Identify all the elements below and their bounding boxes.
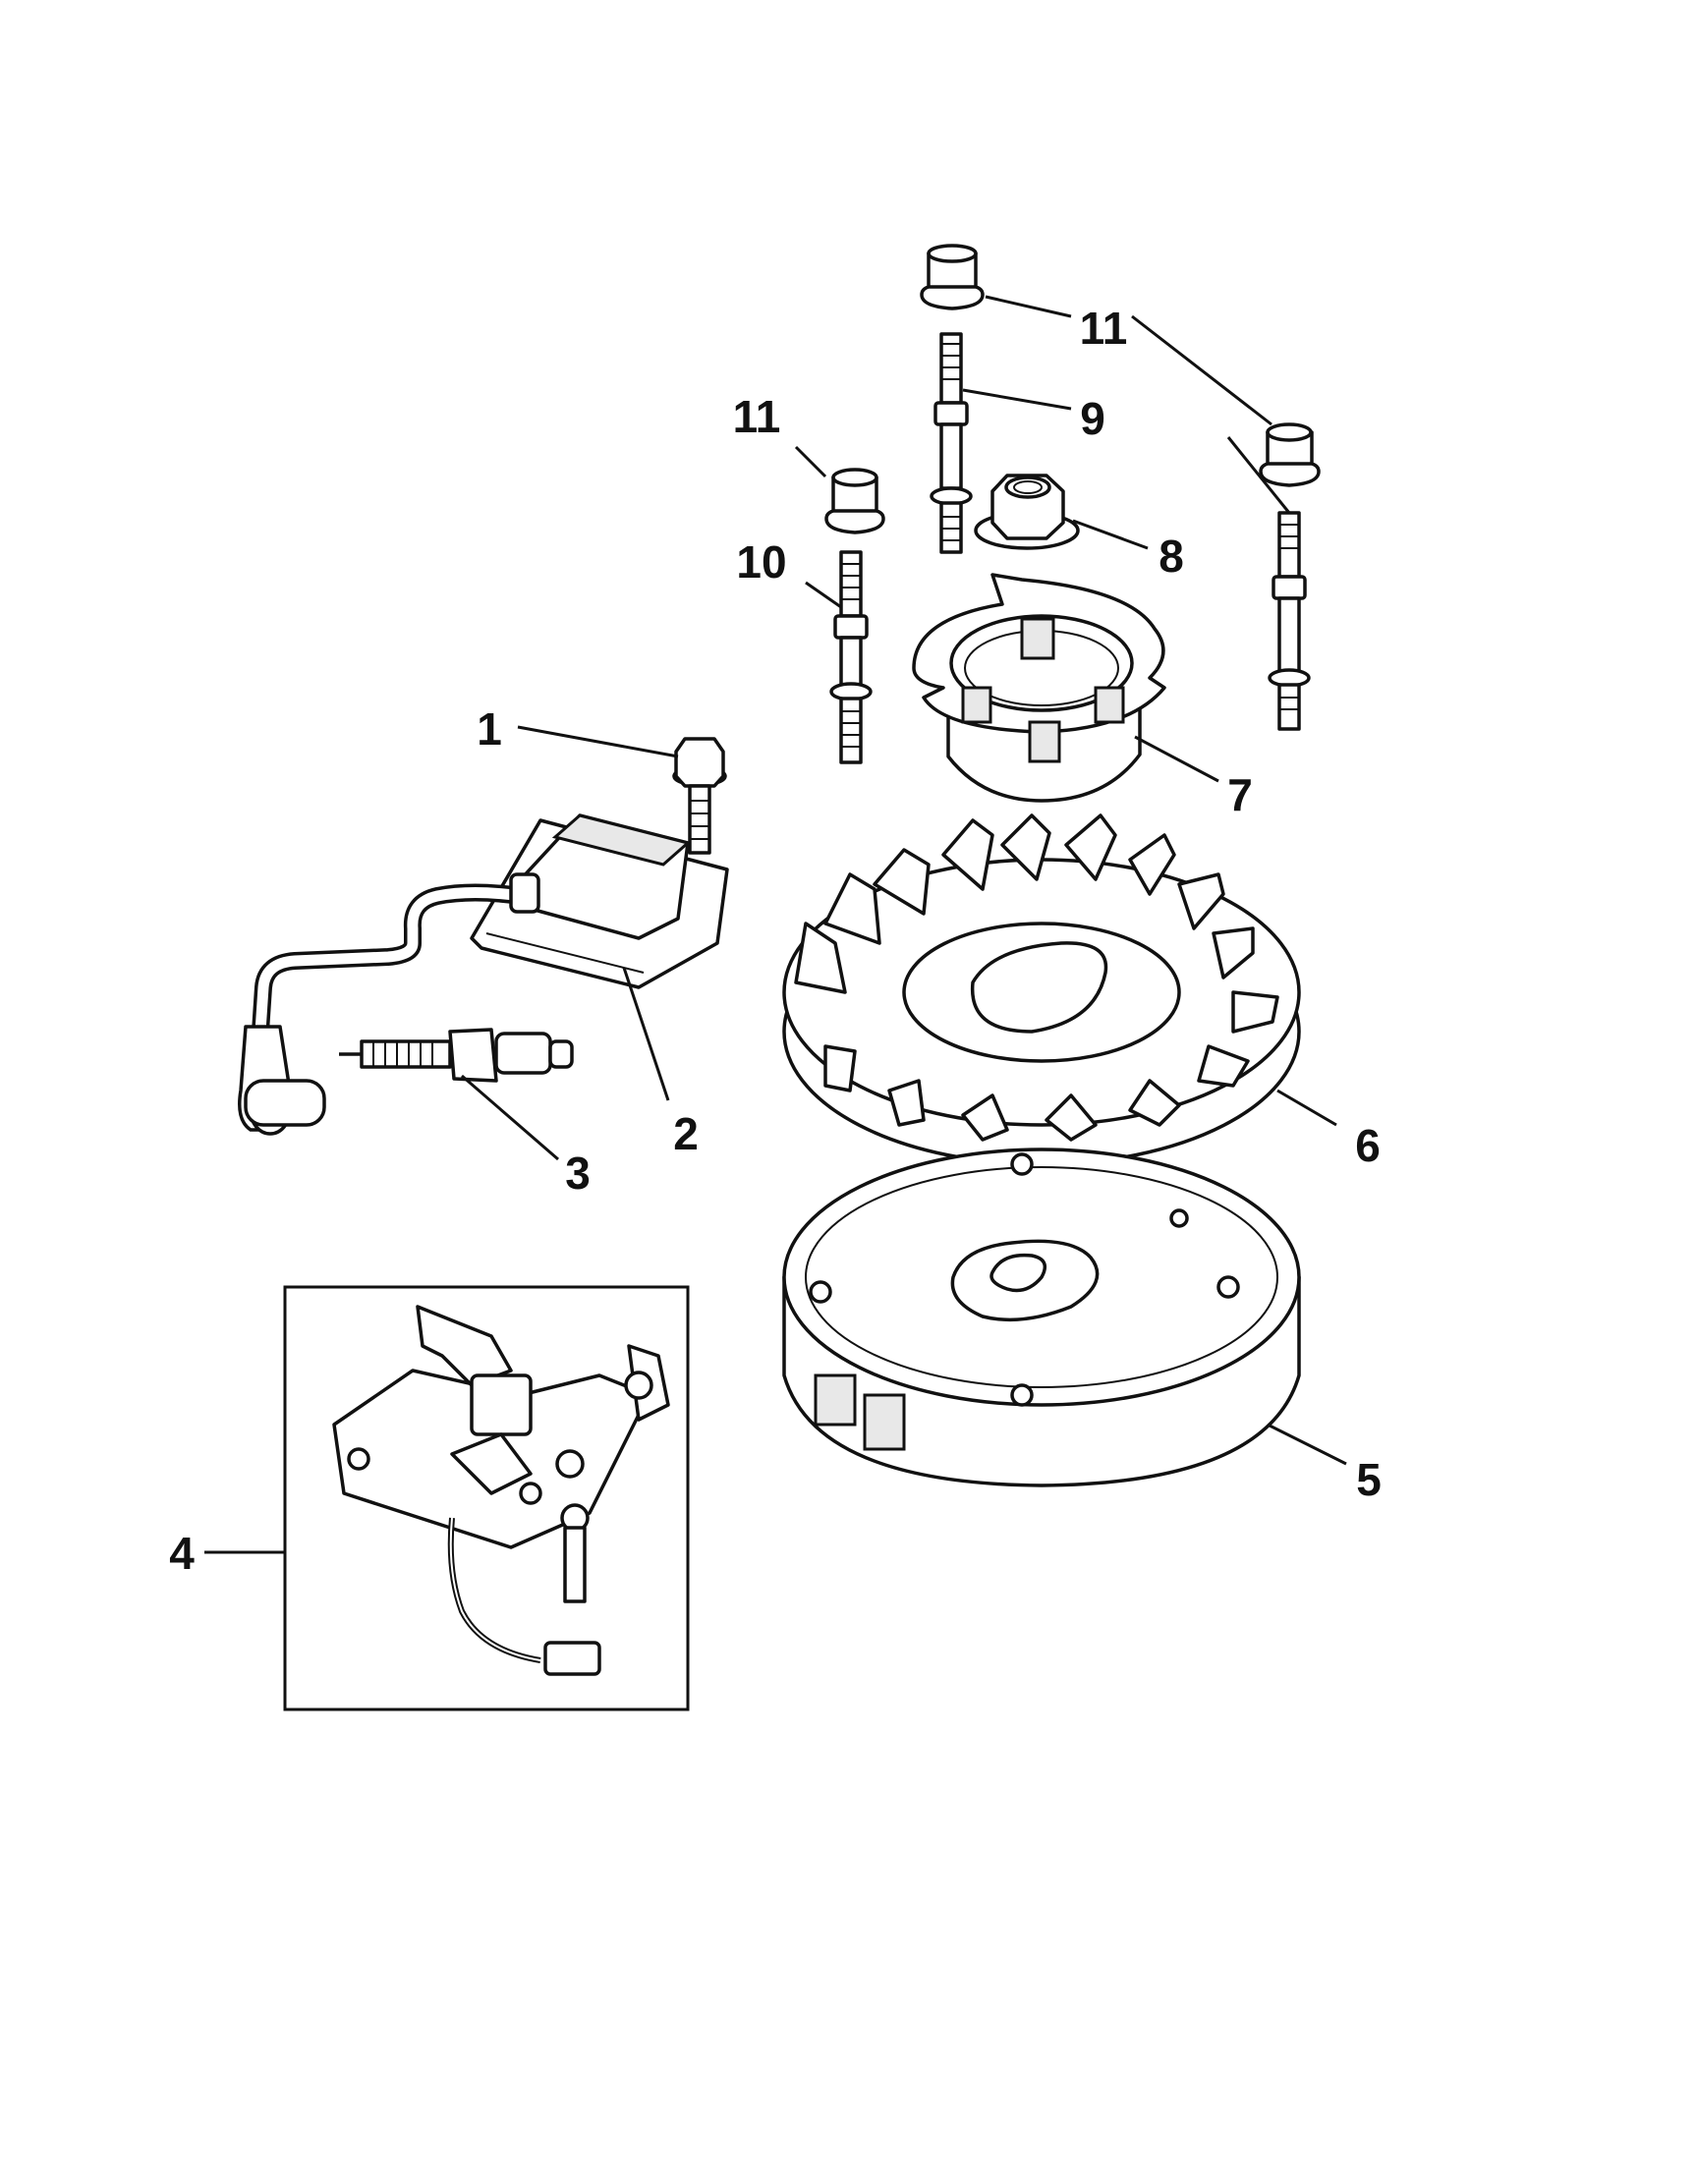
- spacer-icon: [824, 468, 885, 534]
- callout-1: 1: [477, 703, 502, 755]
- callout-3: 3: [565, 1148, 591, 1199]
- ignition-switch-bracket-icon: [283, 1285, 690, 1711]
- flywheel-icon: [782, 1148, 1301, 1487]
- callout-11-left: 11: [733, 391, 781, 442]
- stud-icon: [1268, 511, 1311, 731]
- callout-4: 4: [169, 1528, 195, 1579]
- stud-icon: [829, 550, 873, 764]
- callout-6: 6: [1355, 1120, 1381, 1171]
- callout-labels: 1 2 3 4 5 6 7 8 9 10 11 11: [169, 303, 1382, 1579]
- callout-9: 9: [1080, 393, 1105, 444]
- callout-8: 8: [1159, 531, 1184, 582]
- flange-nut-icon: [974, 474, 1080, 550]
- callout-7: 7: [1227, 769, 1253, 820]
- spark-plug-icon: [339, 1028, 574, 1083]
- hex-bolt-icon: [672, 737, 727, 855]
- spacer-icon: [920, 244, 985, 310]
- fan-icon: [782, 813, 1301, 1166]
- ignition-coil-icon: [238, 813, 729, 1136]
- callout-10: 10: [736, 536, 786, 588]
- spacer-icon: [1259, 422, 1321, 487]
- callout-2: 2: [673, 1108, 699, 1159]
- leader-lines: [204, 295, 1347, 1554]
- starter-cup-icon: [912, 573, 1166, 803]
- stud-icon: [930, 332, 973, 554]
- callout-11-top: 11: [1080, 303, 1128, 354]
- callout-5: 5: [1356, 1454, 1382, 1505]
